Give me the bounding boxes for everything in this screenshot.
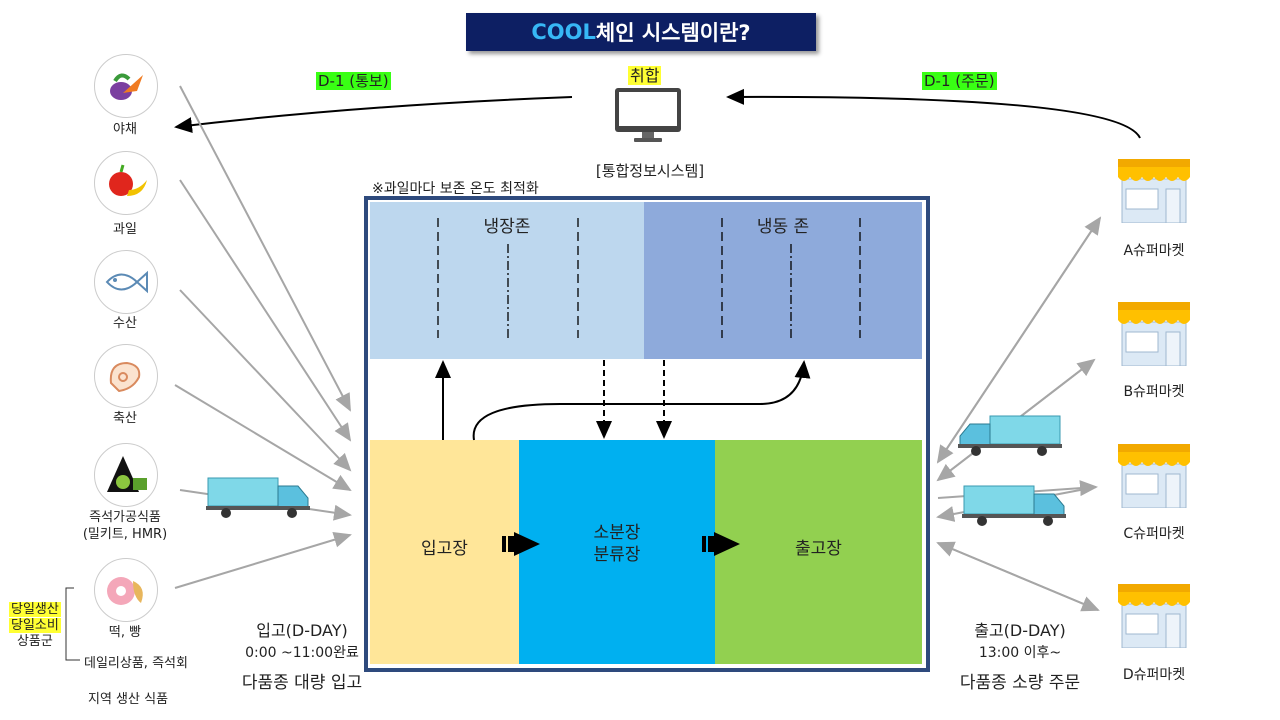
store-icon-c bbox=[1118, 444, 1190, 508]
store-label-a: A슈퍼마켓 bbox=[1123, 243, 1185, 259]
computer-icon bbox=[615, 88, 681, 142]
outbound-dock: 출고장 bbox=[715, 440, 922, 664]
cold-zone-label: 냉장존 bbox=[483, 217, 531, 237]
fish-icon bbox=[94, 250, 158, 314]
source-label-processed: 즉석가공식품 (밀키트, HMR) bbox=[82, 510, 168, 542]
source-label-fish: 수산 bbox=[113, 316, 137, 331]
title-text: 체인 시스템이란? bbox=[595, 21, 751, 45]
meat-icon bbox=[94, 344, 158, 408]
inbound-dock-label: 입고장 bbox=[421, 539, 468, 559]
store-icon-a bbox=[1118, 159, 1190, 223]
store-label-d: D슈퍼마켓 bbox=[1122, 667, 1186, 683]
processed-food-icon bbox=[94, 443, 158, 507]
aggregate-label: 취합 bbox=[628, 66, 662, 85]
deli-label: 데일리상품, 즉석회 bbox=[84, 656, 188, 671]
store-label-c: C슈퍼마켓 bbox=[1123, 526, 1185, 542]
source-label-bakery: 떡, 빵 bbox=[108, 625, 142, 640]
truck-icon-outbound-1 bbox=[958, 415, 1062, 456]
frozen-zone: 냉동 존 bbox=[644, 202, 922, 359]
bakery-icon bbox=[94, 558, 158, 622]
daily-group-label: 당일생산 당일소비 상품군 bbox=[9, 602, 61, 649]
warehouse-frame bbox=[364, 196, 930, 672]
store-icon-b bbox=[1118, 302, 1190, 366]
fruit-icon bbox=[94, 151, 158, 215]
store-label-b: B슈퍼마켓 bbox=[1123, 384, 1185, 400]
source-label-meat: 축산 bbox=[113, 411, 137, 426]
notice-arrow bbox=[174, 96, 573, 134]
inbound-dock: 입고장 bbox=[370, 440, 519, 664]
notice-label: D-1 (통보) bbox=[316, 72, 391, 90]
page-title: COOL 체인 시스템이란? bbox=[466, 13, 816, 51]
system-label: [통합정보시스템] bbox=[595, 162, 705, 180]
frozen-zone-label: 냉동 존 bbox=[756, 217, 810, 237]
order-label: D-1 (주문) bbox=[922, 72, 997, 90]
cold-zone: 냉장존 bbox=[370, 202, 644, 359]
source-label-vegetable: 야채 bbox=[113, 122, 137, 137]
truck-icon-inbound bbox=[206, 477, 310, 518]
outbound-note: 출고(D-DAY) 13:00 이후~ 다품종 소량 주문 bbox=[959, 621, 1081, 693]
truck-icon-outbound-2 bbox=[962, 485, 1066, 526]
order-arrow bbox=[726, 88, 1141, 139]
source-label-fruit: 과일 bbox=[113, 222, 137, 237]
store-icon-d bbox=[1118, 584, 1190, 648]
inbound-note: 입고(D-DAY) 0:00 ~11:00완료 다품종 대량 입고 bbox=[241, 621, 363, 693]
local-food-label: 지역 생산 식품 bbox=[88, 692, 169, 707]
title-prefix: COOL bbox=[531, 20, 596, 44]
outbound-dock-label: 출고장 bbox=[795, 539, 842, 559]
vegetable-icon bbox=[94, 54, 158, 118]
temperature-note: ※과일마다 보존 온도 최적화 bbox=[372, 181, 539, 197]
